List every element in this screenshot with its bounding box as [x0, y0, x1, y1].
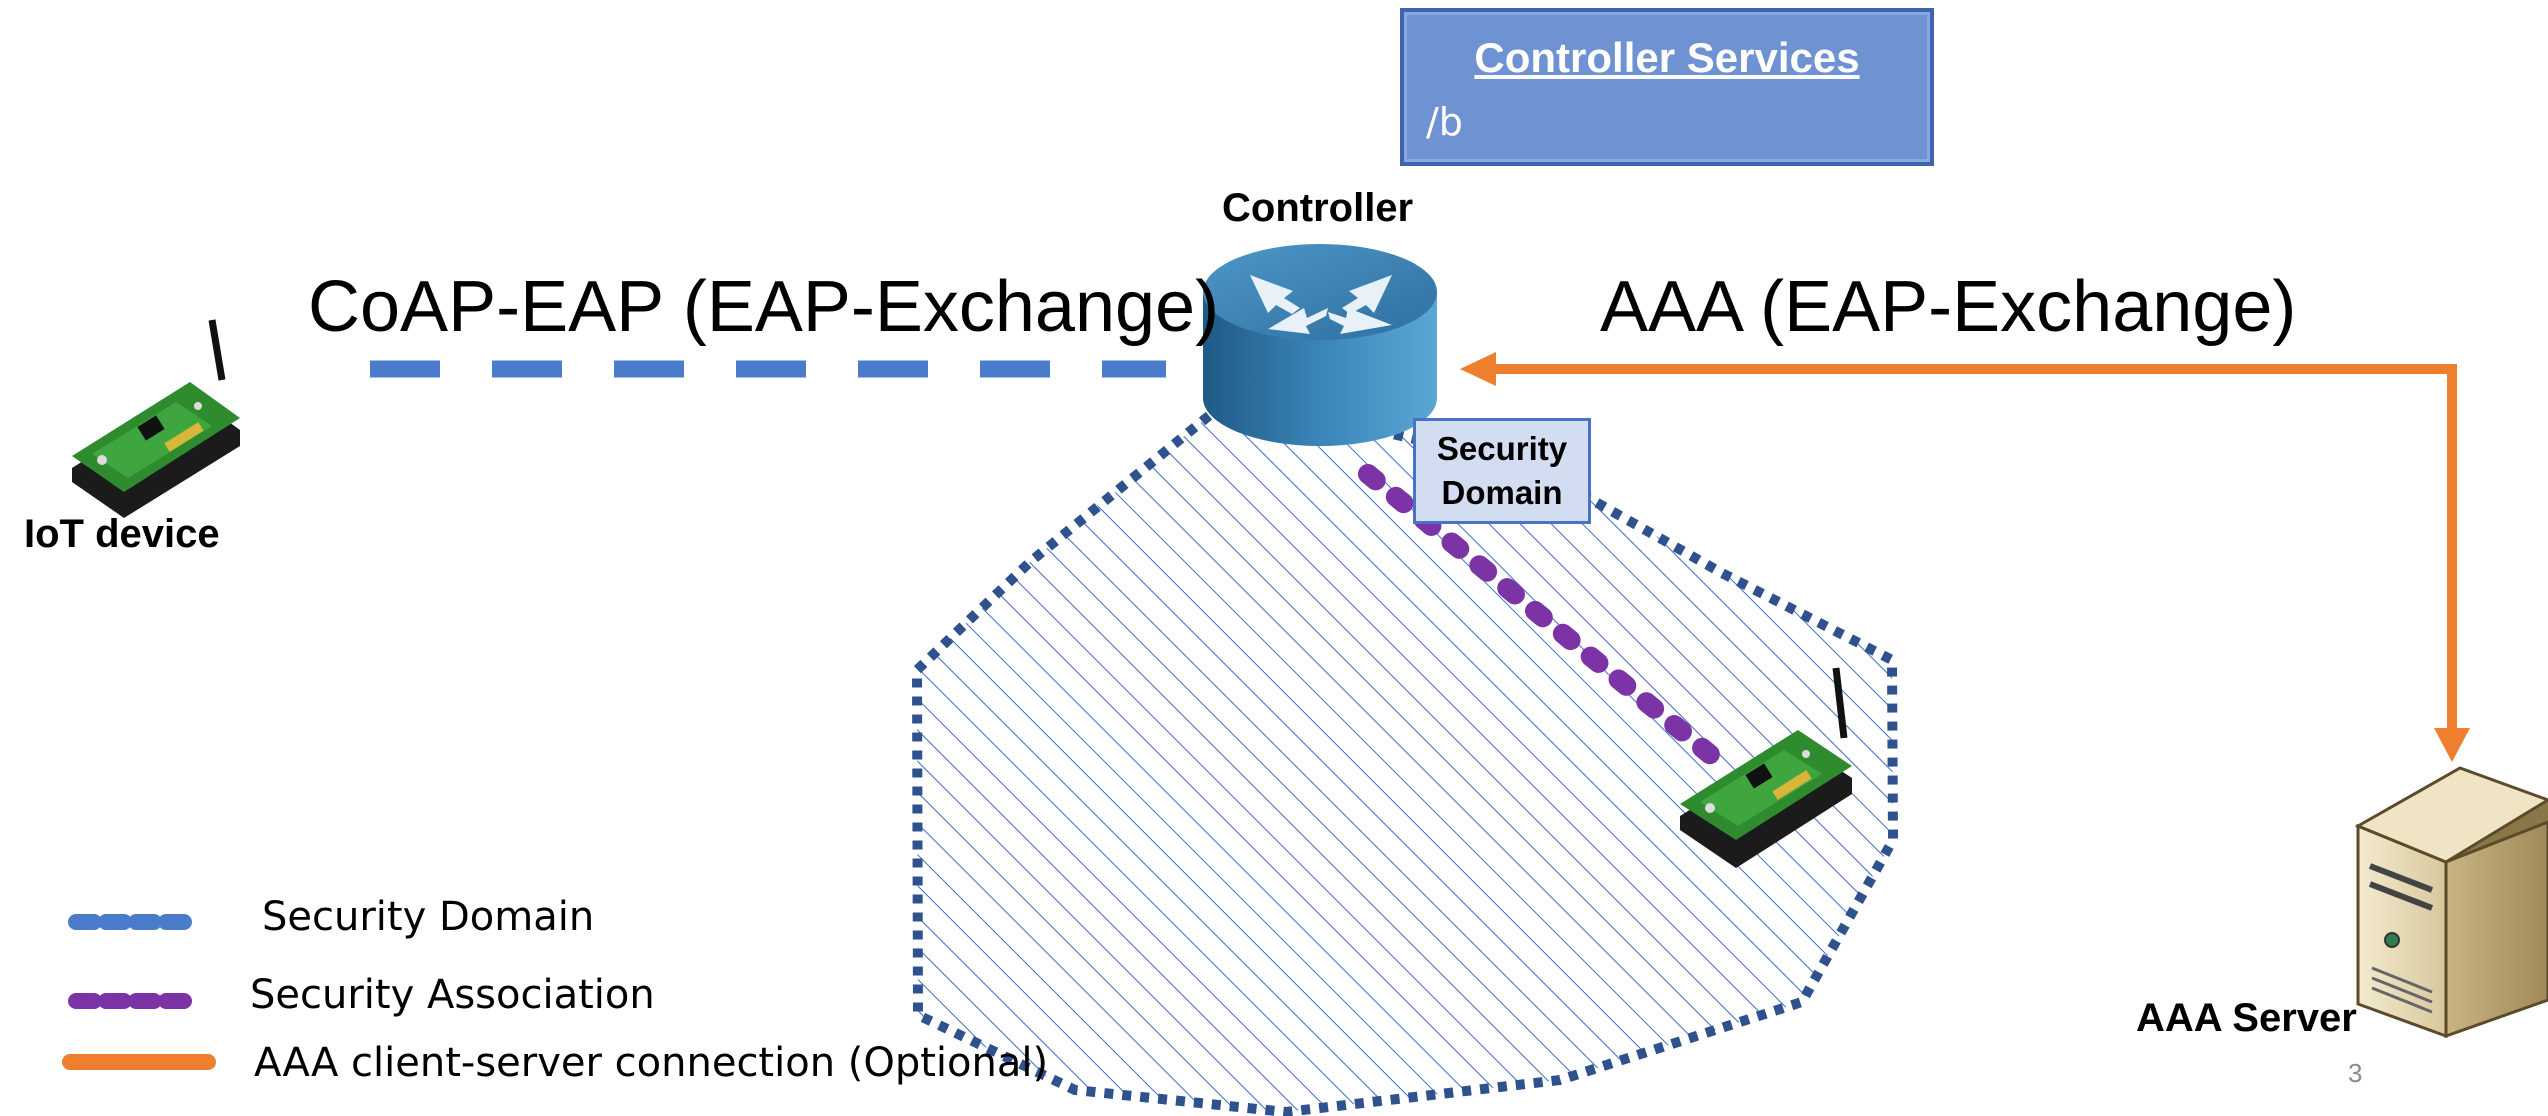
controller-services-subtitle: /b — [1426, 100, 1463, 144]
aaa-arrowhead-down — [2434, 728, 2470, 762]
iot-device-label: IoT device — [24, 512, 220, 556]
legend-aaa-connection: AAA client-server connection (Optional) — [254, 1040, 1049, 1086]
iot-board-icon — [72, 319, 240, 518]
page-number: 3 — [2348, 1058, 2363, 1088]
aaa-arrowhead-left — [1460, 352, 1496, 386]
security-domain-label-line1: Security — [1436, 430, 1568, 467]
controller-label: Controller — [1222, 186, 1414, 230]
aaa-connection-line — [1480, 364, 2457, 740]
aaa-server-label: AAA Server — [2136, 996, 2357, 1040]
controller-services-title: Controller Services — [1474, 34, 1860, 81]
security-domain-label-line2: Domain — [1441, 474, 1563, 511]
security-domain-label-box: Security Domain — [1413, 418, 1591, 524]
legend-security-domain: Security Domain — [262, 894, 595, 940]
legend-security-association: Security Association — [250, 972, 655, 1018]
server-icon — [2354, 766, 2548, 1039]
aaa-eap-label: AAA (EAP-Exchange) — [1600, 267, 2297, 347]
security-domain-area — [911, 404, 1899, 1116]
router-icon — [1203, 244, 1437, 446]
controller-services-box: Controller Services /b — [1400, 8, 1934, 166]
coap-eap-label: CoAP-EAP (EAP-Exchange) — [308, 267, 1220, 347]
iot-board-icon — [1680, 667, 1852, 868]
